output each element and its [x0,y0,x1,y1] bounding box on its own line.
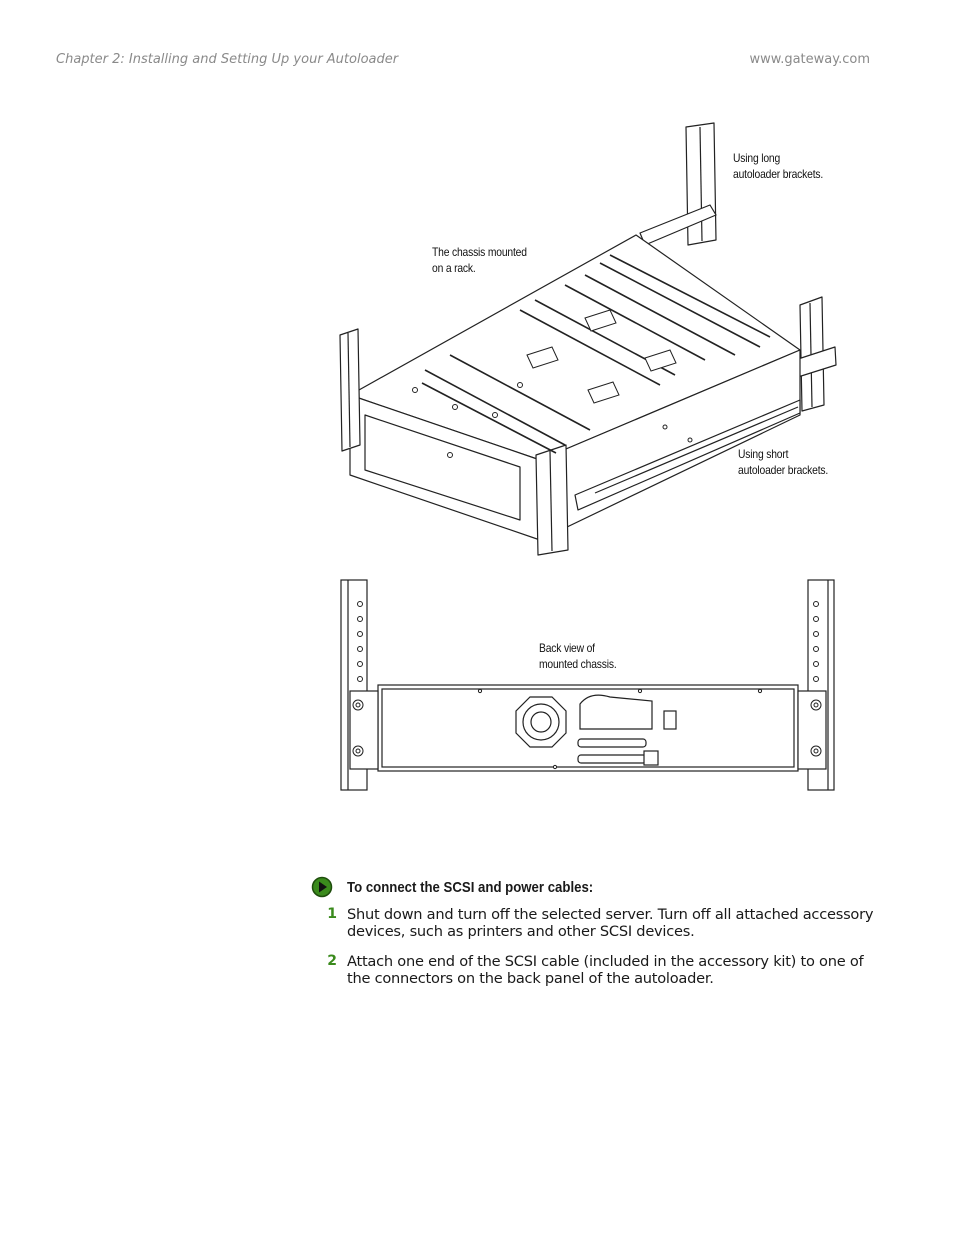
step-number: 1 [327,906,337,922]
header-chapter: Chapter 2: Installing and Setting Up you… [56,52,399,67]
play-arrow-icon [311,876,333,898]
step-text: Attach one end of the SCSI cable (includ… [347,953,864,987]
procedure-section: To connect the SCSI and power cables: 1 … [311,876,881,1000]
step-list: 1 Shut down and turn off the selected se… [311,906,881,987]
caption-chassis-mounted: The chassis mounted on a rack. [432,245,527,275]
header-website: www.gateway.com [749,52,871,67]
chassis-rack-illustration [339,122,837,556]
procedure-title: To connect the SCSI and power cables: [347,878,594,896]
step-number: 2 [327,953,337,969]
caption-short-brackets: Using short autoloader brackets. [738,447,829,477]
caption-back-view: Back view of mounted chassis. [539,641,617,671]
step-item: 2 Attach one end of the SCSI cable (incl… [311,953,881,987]
back-view-illustration [340,579,835,791]
step-text: Shut down and turn off the selected serv… [347,906,874,940]
step-item: 1 Shut down and turn off the selected se… [311,906,881,940]
caption-long-brackets: Using long autoloader brackets. [733,151,824,181]
procedure-heading: To connect the SCSI and power cables: [311,876,881,898]
